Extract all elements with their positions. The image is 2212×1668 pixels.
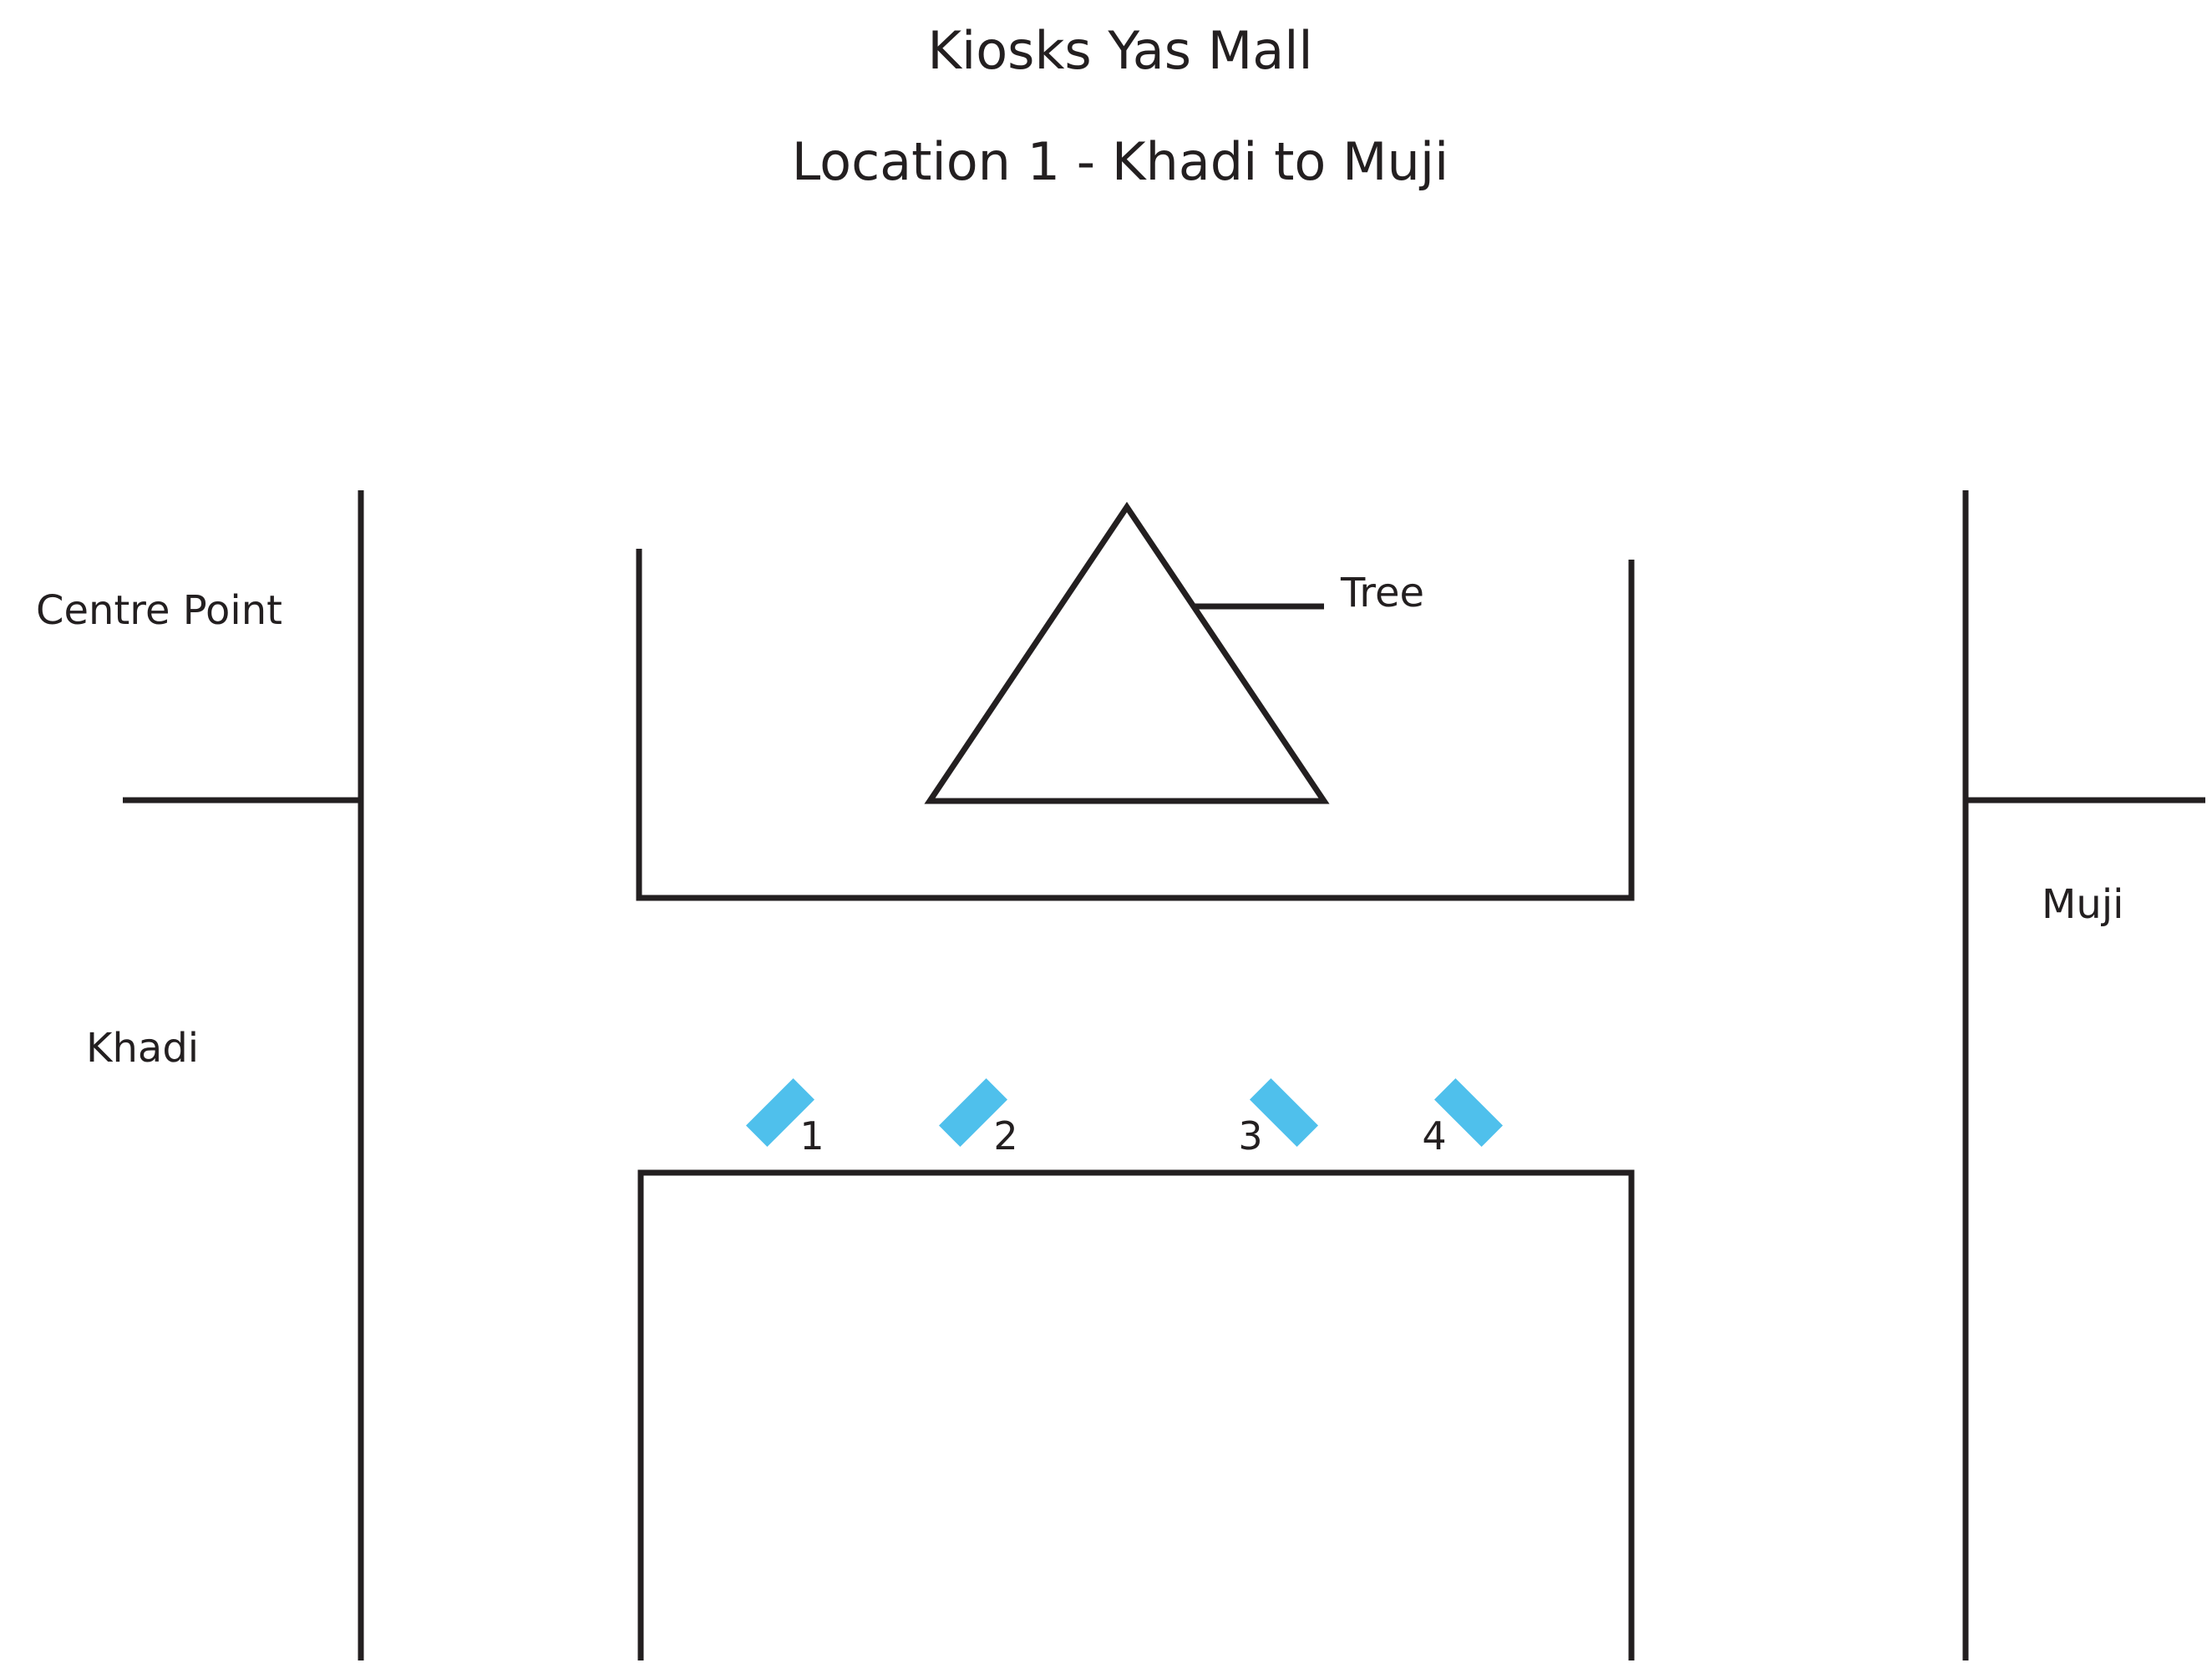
- kiosk-number-3: 3: [1238, 1113, 1262, 1158]
- kiosk-4: [1433, 1077, 1504, 1148]
- kiosk-number-4: 4: [1422, 1113, 1446, 1158]
- tree-triangle: [924, 501, 1330, 804]
- kiosk-1: [745, 1077, 815, 1148]
- label-tree: Tree: [1340, 570, 1424, 616]
- kiosk-3: [1249, 1077, 1319, 1148]
- lower-store-outline: [637, 1169, 1635, 1660]
- map-title: Kiosks Yas Mall: [927, 20, 1312, 81]
- label-centre-point: Centre Point: [36, 587, 282, 634]
- upper-planter-outline: [636, 549, 1635, 901]
- kiosk-number-2: 2: [993, 1113, 1017, 1158]
- kiosk-2: [938, 1077, 1008, 1148]
- label-muji: Muji: [2042, 881, 2124, 928]
- kiosk-number-1: 1: [799, 1113, 824, 1158]
- map-subtitle: Location 1 - Khadi to Muji: [792, 131, 1449, 192]
- label-khadi: Khadi: [86, 1025, 199, 1072]
